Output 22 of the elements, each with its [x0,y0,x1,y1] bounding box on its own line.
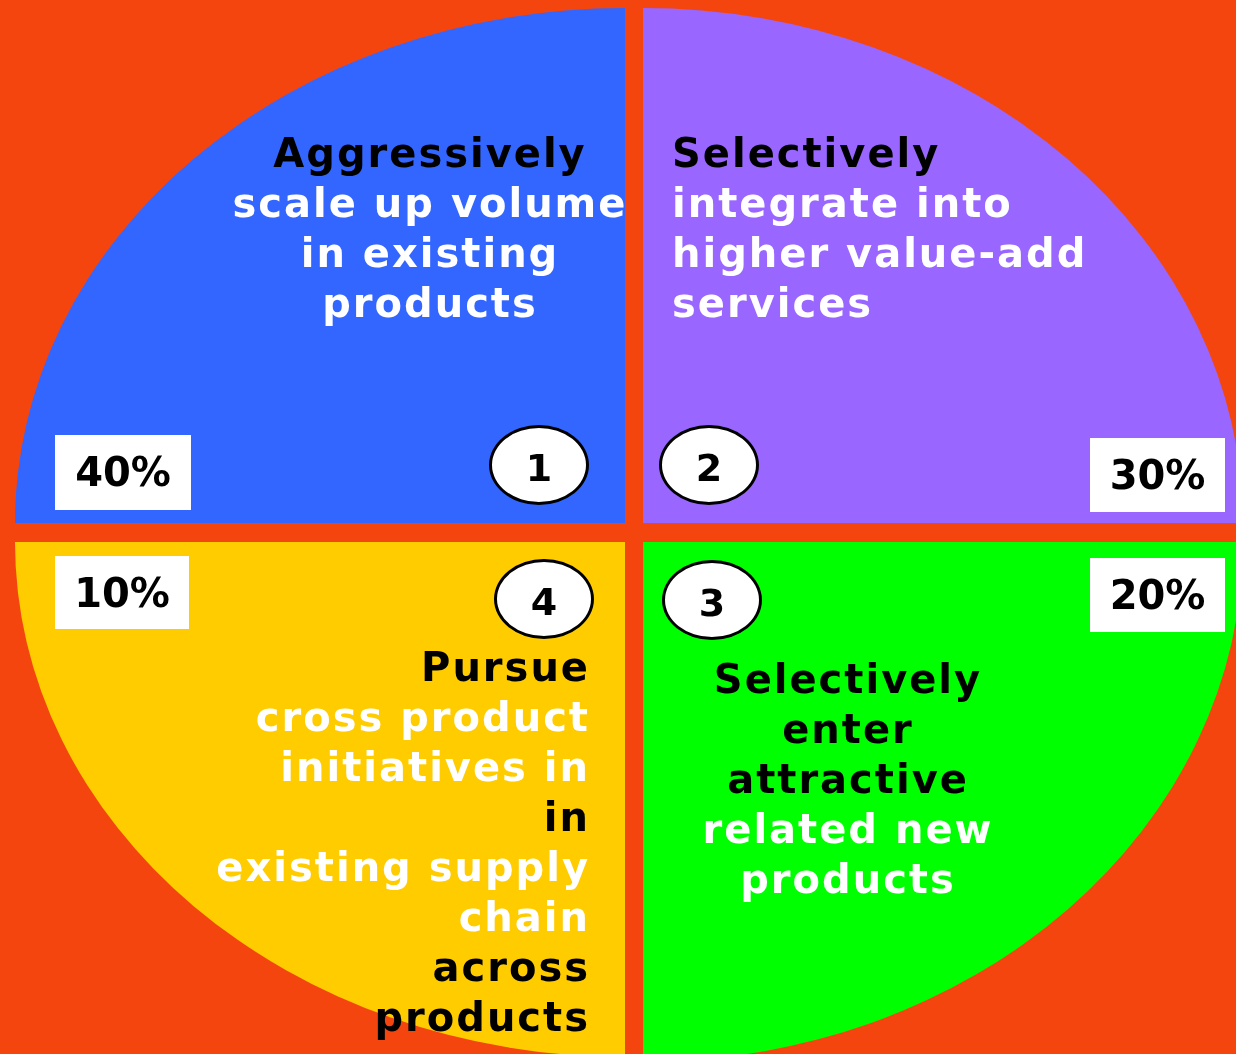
percentage-label: 40% [55,435,191,510]
percentage-label: 10% [55,556,189,629]
statement-text: Selectively [672,129,942,178]
statement-text: Selectively enter attractive [712,655,984,804]
statement-text: cross product initiatives in [254,693,590,792]
number-circle: 2 [659,425,759,505]
statement-text: existing supply chain [215,843,590,942]
statement-text: in [543,793,590,842]
statement-text: related new products [701,805,995,904]
statement-text: scale up volume in existing products [231,179,629,328]
statement-text: Pursue [421,643,590,692]
number-circle: 3 [662,560,762,640]
quadrant-segment [643,542,1236,1054]
statement-text: integrate into higher value-add services [672,179,1089,328]
percentage-label: 30% [1090,438,1225,512]
quadrant-segment [643,8,1236,523]
number-circle: 4 [494,559,594,639]
statement-text: across products [373,943,590,1042]
statement-text: Aggressively [272,129,588,178]
quadrant-segment [15,542,625,1054]
percentage-label: 20% [1090,558,1225,632]
number-circle: 1 [489,425,589,505]
